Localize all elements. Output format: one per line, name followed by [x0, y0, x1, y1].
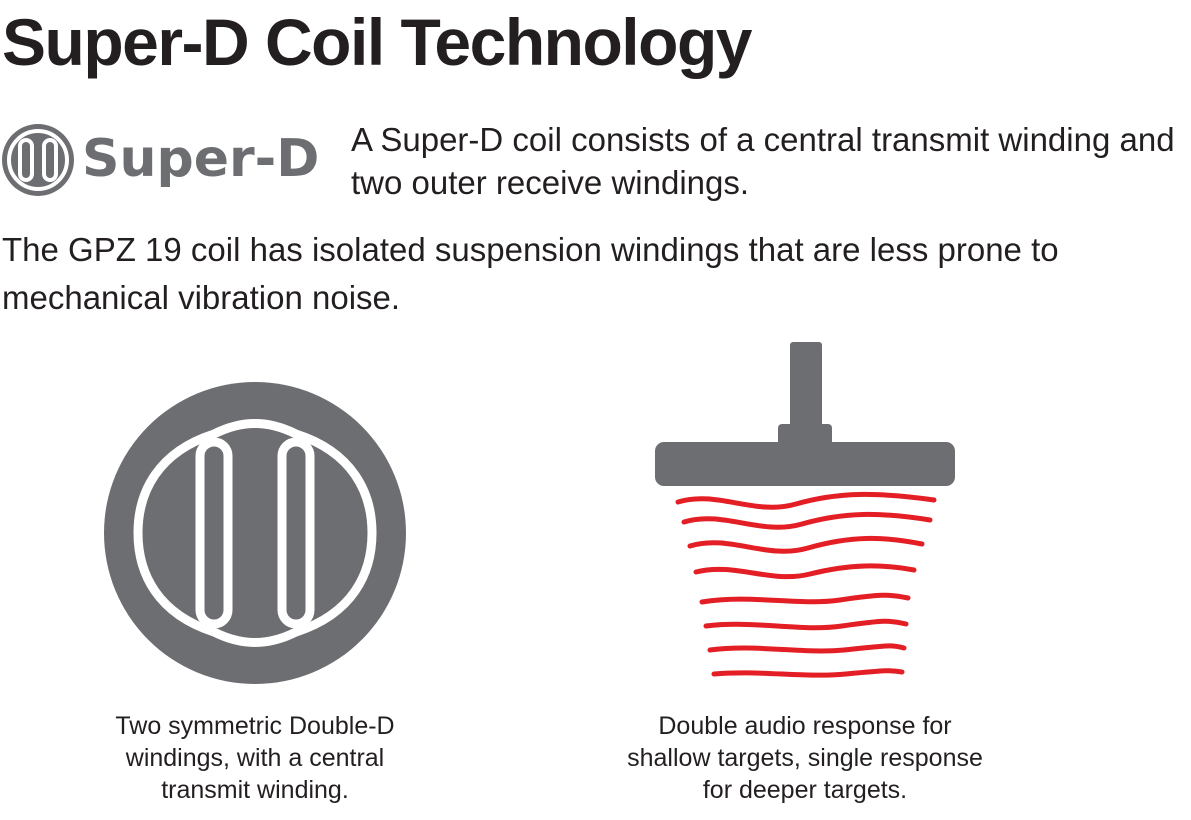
signal-wave: [675, 491, 937, 510]
signal-wave: [687, 535, 925, 554]
caption-line: shallow targets, single response: [627, 744, 983, 772]
super-d-coil-icon: [2, 124, 74, 196]
signal-wave: [699, 592, 911, 605]
coil-winding-diagram: [104, 382, 406, 684]
signal-wave: [707, 643, 907, 654]
caption-line: Double audio response for: [658, 712, 952, 740]
super-d-logo: Super-D: [0, 122, 320, 198]
detector-coil-housing: [655, 442, 955, 486]
intro-paragraph: A Super-D coil consists of a central tra…: [351, 121, 1175, 201]
signal-waves: [675, 491, 937, 678]
receive-winding-right: [277, 437, 315, 629]
audio-response-diagram: [655, 342, 955, 678]
signal-wave: [681, 511, 933, 530]
signal-wave: [693, 563, 917, 580]
page-title: Super-D Coil Technology: [2, 5, 752, 79]
receive-winding-left: [195, 437, 233, 629]
response-caption: Double audio response for shallow target…: [600, 710, 1010, 806]
signal-wave: [703, 618, 909, 631]
super-d-wordmark: Super-D: [82, 129, 320, 189]
caption-line: windings, with a central: [125, 744, 385, 772]
coil-housing: [104, 382, 406, 684]
signal-wave: [711, 668, 905, 678]
caption-line: transmit winding.: [161, 776, 349, 804]
body-paragraph: The GPZ 19 coil has isolated suspension …: [2, 231, 1059, 316]
coil-caption: Two symmetric Double-D windings, with a …: [70, 710, 440, 806]
caption-line: for deeper targets.: [702, 776, 908, 804]
caption-line: Two symmetric Double-D: [115, 712, 395, 740]
transmit-winding: [133, 419, 377, 647]
detector-shaft: [790, 342, 822, 434]
